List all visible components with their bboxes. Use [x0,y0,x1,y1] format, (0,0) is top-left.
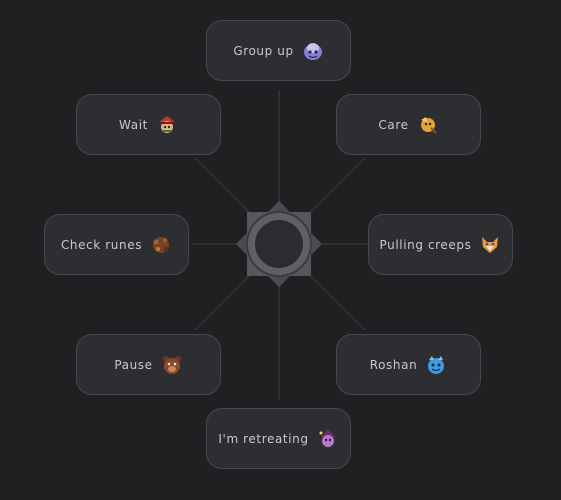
option-label: Wait [119,117,148,132]
brown-rune-icon [150,234,172,256]
brown-bear-icon [161,354,183,376]
red-hat-hero-icon [156,114,178,136]
chat-wheel-option-retreating[interactable]: I'm retreating [206,408,351,469]
chat-wheel-option-roshan[interactable]: Roshan [336,334,481,395]
option-label: Check runes [60,237,143,252]
option-label: Group up [233,43,294,58]
fox-face-icon [479,234,501,256]
option-label: Roshan [369,357,418,372]
option-label: I'm retreating [218,431,309,446]
option-label: Pause [114,357,153,372]
chat-wheel-option-group-up[interactable]: Group up [206,20,351,81]
option-label: Care [378,117,409,132]
option-label: Pulling creeps [379,237,472,252]
diamond-ring-icon [236,201,322,287]
chat-wheel-option-wait[interactable]: Wait [76,94,221,155]
chat-wheel-option-check-runes[interactable]: Check runes [44,214,189,275]
chat-wheel-option-pulling-creeps[interactable]: Pulling creeps [368,214,513,275]
orange-hero-icon [417,114,439,136]
blue-creature-icon [425,354,447,376]
chat-wheel-option-pause[interactable]: Pause [76,334,221,395]
witch-icon [317,428,339,450]
chat-wheel-option-care[interactable]: Care [336,94,481,155]
purple-creature-icon [302,40,324,62]
wheel-spokes [192,90,368,400]
